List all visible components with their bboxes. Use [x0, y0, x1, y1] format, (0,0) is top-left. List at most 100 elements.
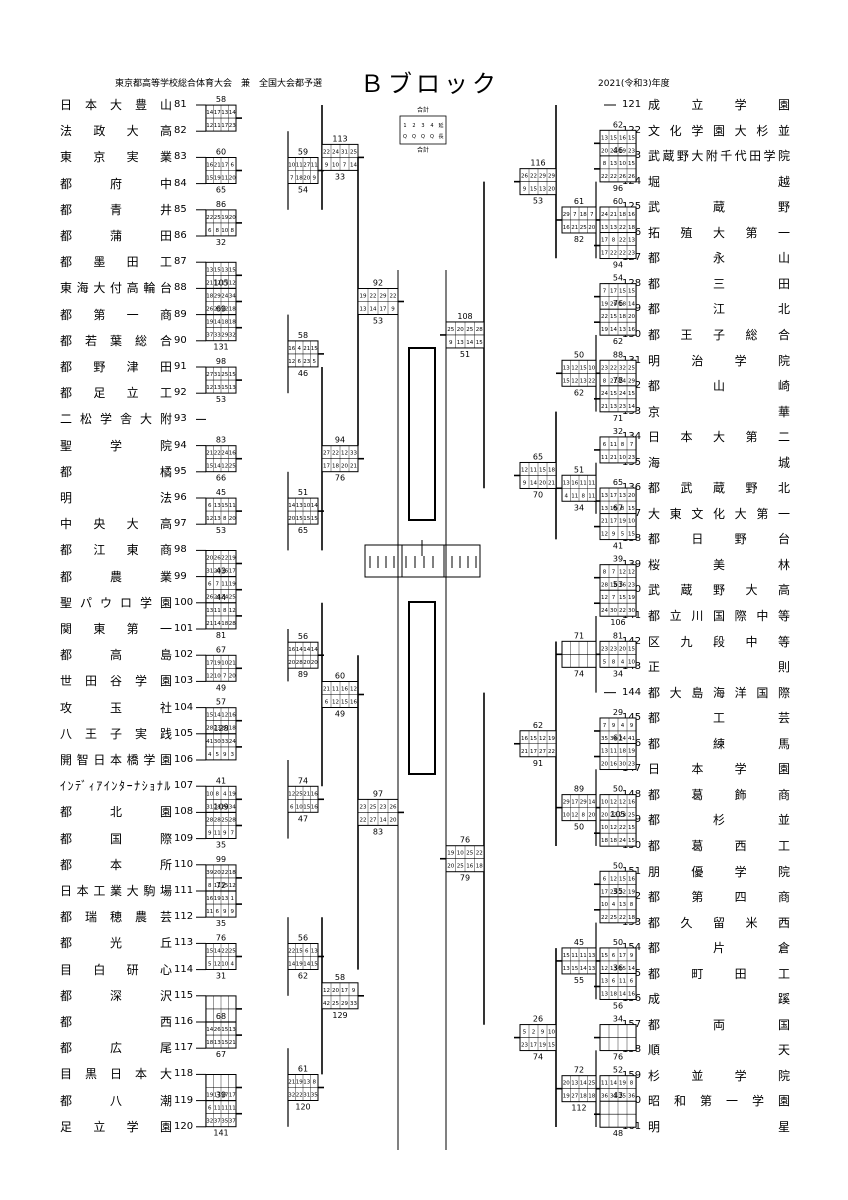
quarter-score: 25 — [229, 595, 236, 601]
quarter-score: 31 — [214, 372, 221, 378]
quarter-score: 17 — [610, 289, 617, 295]
quarter-score: 16 — [288, 647, 295, 653]
quarter-score: 13 — [610, 225, 617, 231]
quarter-score: 15 — [303, 516, 310, 522]
quarter-score: 12 — [332, 700, 339, 706]
quarter-score: 16 — [628, 876, 635, 882]
team-name: 目黒日本大 — [60, 1067, 172, 1082]
team-number: 111 — [174, 885, 194, 896]
team-name: 都深沢 — [60, 988, 172, 1003]
quarter-score: 15 — [539, 467, 546, 473]
legend-total-bottom: 合計 — [417, 146, 429, 154]
quarter-score: 35 — [601, 736, 608, 742]
quarter-score: 11 — [229, 1106, 236, 1112]
total-score-top: 59 — [298, 148, 308, 157]
quarter-score: 13 — [619, 902, 626, 908]
quarter-score: 12 — [214, 962, 221, 968]
team-name: 成蹊 — [648, 992, 790, 1007]
quarter-score: 13 — [601, 225, 608, 231]
total-score-top: 45 — [216, 488, 226, 497]
total-score-bottom: 131 — [213, 343, 228, 352]
quarter-score: 24 — [619, 736, 626, 742]
quarter-score: 22 — [619, 608, 626, 614]
quarter-score: 37 — [214, 1119, 221, 1125]
quarter-score: 23 — [628, 762, 635, 768]
quarter-score: 16 — [619, 135, 626, 141]
team-name: 都杉並 — [648, 813, 790, 828]
quarter-score: 22 — [601, 915, 608, 921]
quarter-score: 14 — [303, 962, 310, 968]
total-score-bottom: 35 — [216, 919, 226, 928]
quarter-score: 9 — [612, 723, 616, 729]
quarter-score: 23 — [303, 359, 310, 365]
quarter-score: 12 — [221, 464, 228, 470]
quarter-score: 17 — [206, 660, 213, 666]
quarter-score: 34 — [229, 294, 236, 300]
quarter-score: 22 — [332, 451, 339, 457]
team-name: 東海大付高輪台 — [60, 281, 172, 296]
quarter-score: 25 — [221, 372, 228, 378]
quarter-score: 11 — [571, 953, 578, 959]
team-name: 都大島海洋国際 — [648, 685, 790, 700]
quarter-score: 22 — [296, 1093, 303, 1099]
quarter-score: 9 — [630, 953, 634, 959]
total-score-top: 86 — [216, 200, 226, 209]
quarter-score: 22 — [619, 915, 626, 921]
quarter-score: 15 — [303, 804, 310, 810]
team-number: 84 — [174, 177, 187, 189]
quarter-score: 28 — [601, 583, 608, 589]
quarter-score: 20 — [447, 864, 454, 870]
match-box: 1917271780 — [205, 1074, 237, 1112]
quarter-score: 22 — [206, 215, 213, 221]
quarter-score: 16 — [628, 212, 635, 218]
quarter-score: 18 — [229, 307, 236, 313]
quarter-score: 13 — [610, 966, 617, 972]
total-score-bottom: 62 — [613, 337, 623, 346]
team-name: 都第一商 — [60, 307, 172, 322]
total-score-bottom: 31 — [216, 972, 226, 981]
quarter-score: 21 — [521, 749, 528, 755]
quarter-score: 21 — [610, 455, 617, 461]
quarter-score: 16 — [628, 327, 635, 333]
quarter-score: 18 — [229, 870, 236, 876]
quarter-score: 16 — [221, 569, 228, 575]
team-name: 桜美林 — [648, 557, 790, 572]
total-score-top: 113 — [332, 134, 347, 143]
quarter-score: 36 — [601, 1094, 608, 1100]
total-score-bottom: 106 — [610, 618, 625, 627]
total-score-top: 61 — [574, 197, 584, 206]
quarter-score: 13 — [601, 506, 608, 512]
quarter-score: 22 — [323, 149, 330, 155]
total-score-top: 39 — [613, 555, 623, 564]
quarter-score: 28 — [229, 818, 236, 824]
quarter-score: 16 — [311, 804, 318, 810]
quarter-score: 6 — [612, 978, 616, 984]
quarter-score: 5 — [216, 752, 220, 758]
total-score-bottom: 79 — [460, 874, 470, 883]
quarter-score: 15 — [628, 391, 635, 397]
total-score-top: 72 — [216, 881, 226, 890]
quarter-score: 14 — [610, 1081, 617, 1087]
quarter-score: 29 — [221, 333, 228, 339]
quarter-score: 21 — [206, 621, 213, 627]
quarter-score: 14 — [610, 327, 617, 333]
quarter-score: 15 — [619, 876, 626, 882]
quarter-score: 22 — [619, 251, 626, 257]
team-name: 都江北 — [648, 302, 790, 317]
quarter-score: 19 — [229, 556, 236, 562]
quarter-score: 11 — [296, 163, 303, 169]
quarter-score: 12 — [571, 378, 578, 384]
